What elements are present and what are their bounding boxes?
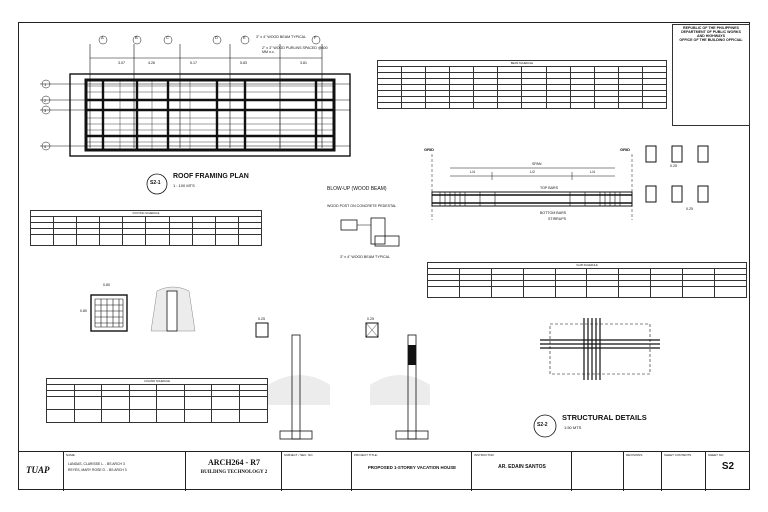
blowup-title: BLOW-UP (WOOD BEAM) bbox=[327, 186, 387, 192]
corner-l4: OFFICE OF THE BUILDING OFFICIAL bbox=[679, 37, 743, 42]
instructor-name: AR. EDAIN SANTOS bbox=[498, 464, 546, 470]
project-cell: PROJECT TITLE: PROPOSED 1-STOREY VACATIO… bbox=[352, 452, 472, 491]
legend-cell bbox=[572, 452, 624, 491]
beam-schedule-table: BEAM SCHEDULE bbox=[376, 60, 668, 109]
l4b-label: L/4 bbox=[590, 170, 595, 174]
dim-1: 3.07 bbox=[118, 61, 125, 65]
names-cell: NAME: LANDAS, CLARISSE L. - BS ARCH 3 RE… bbox=[64, 452, 186, 491]
blowup-detail bbox=[340, 217, 400, 247]
top-bars-label: TOP BARS bbox=[540, 186, 559, 190]
beam-sections bbox=[645, 145, 709, 203]
grid-col-f: F bbox=[314, 35, 317, 40]
corner-l2: DEPARTMENT OF PUBLIC WORKS bbox=[681, 29, 741, 34]
revisions-cell: REVISIONS bbox=[624, 452, 662, 491]
l4a-label: L/4 bbox=[470, 170, 475, 174]
roof-plan-label: S2-1 bbox=[150, 180, 161, 186]
roof-framing-plan bbox=[40, 35, 351, 157]
grid-row-3: 3 bbox=[44, 108, 47, 113]
column-schedule-table: COLUMN SCHEDULE bbox=[46, 378, 269, 423]
struct-label-bubble bbox=[533, 414, 557, 438]
subject-label: SUBJECT / SEC. NO. bbox=[284, 453, 314, 457]
subject-cell: SUBJECT / SEC. NO. bbox=[282, 452, 352, 491]
slab-schedule-table: SLAB SCHEDULE bbox=[427, 262, 747, 298]
corner-l3: AND HIGHWAYS bbox=[696, 33, 726, 38]
grid-col-a: A bbox=[101, 35, 104, 40]
stirrups-label: STIRRUPS bbox=[548, 217, 567, 221]
grid-left: GRID bbox=[424, 147, 434, 152]
title-block: TUAP NAME: LANDAS, CLARISSE L. - BS ARCH… bbox=[18, 451, 750, 491]
grid-col-d: D bbox=[215, 35, 218, 40]
corner-l1: REPUBLIC OF THE PHILIPPINES bbox=[683, 26, 739, 30]
grid-right: GRID bbox=[620, 147, 630, 152]
note-purlins: 2" x 3" WOOD PURLINS SPACED @600 MM o.c. bbox=[262, 46, 328, 54]
dim-d: 0.25 bbox=[367, 317, 374, 321]
blowup-note1: WOOD POST ON CONCRETE PEDESTAL bbox=[327, 204, 397, 208]
corner-info-block: REPUBLIC OF THE PHILIPPINES DEPARTMENT O… bbox=[672, 24, 750, 126]
project-title: PROPOSED 1-STOREY VACATION HOUSE bbox=[367, 465, 457, 470]
grid-row-4: 4 bbox=[44, 144, 47, 149]
blowup-note2: 3" x 4" WOOD BEAM TYPICAL bbox=[340, 255, 391, 259]
dim-f: 0.25 bbox=[686, 207, 693, 211]
grid-col-c: C bbox=[166, 35, 169, 40]
course-code: ARCH264 - R7 bbox=[208, 458, 260, 467]
instructor-cell: INSTRUCTOR: AR. EDAIN SANTOS bbox=[472, 452, 572, 491]
dim-4: 5.83 bbox=[240, 61, 247, 65]
dim-5: 3.81 bbox=[300, 61, 307, 65]
beam-elevation bbox=[431, 154, 633, 220]
sheet-contents-cell: SHEET CONTENTS bbox=[662, 452, 706, 491]
dim-c: 0.25 bbox=[258, 317, 265, 321]
sheet-contents-label: SHEET CONTENTS bbox=[664, 453, 692, 457]
logo: TUAP bbox=[26, 465, 50, 475]
footing-schedule-table: FOOTING SCHEDULE bbox=[29, 210, 263, 246]
span-label: SPAN bbox=[532, 162, 542, 166]
grid-col-b: B bbox=[135, 35, 138, 40]
name-label: NAME: bbox=[66, 453, 76, 457]
course-cell: ARCH264 - R7 BUILDING TECHNOLOGY 2 bbox=[186, 452, 282, 491]
grid-col-e: E bbox=[243, 35, 246, 40]
student-1: LANDAS, CLARISSE L. - BS ARCH 3 bbox=[68, 462, 125, 466]
roof-plan-scale: 1 : 100 MTS bbox=[173, 183, 195, 188]
column-details bbox=[255, 322, 430, 440]
dim-3: 5.17 bbox=[190, 61, 197, 65]
logo-cell: TUAP bbox=[18, 452, 64, 491]
dim-b: 0.80 bbox=[80, 309, 87, 313]
dim-a: 0.80 bbox=[103, 283, 110, 287]
struct-scale: 1:50 MTS bbox=[564, 425, 582, 430]
course-name: BUILDING TECHNOLOGY 2 bbox=[200, 470, 268, 475]
revisions-label: REVISIONS bbox=[626, 453, 643, 457]
grid-row-2: 2 bbox=[44, 98, 47, 103]
roof-plan-label-bubble bbox=[146, 173, 168, 195]
dim-2: 4.26 bbox=[148, 61, 155, 65]
roof-plan-title: ROOF FRAMING PLAN bbox=[173, 173, 249, 180]
l2-label: L/2 bbox=[530, 170, 535, 174]
struct-title: STRUCTURAL DETAILS bbox=[562, 413, 647, 422]
project-label: PROJECT TITLE: bbox=[354, 453, 378, 457]
sheet-no-cell: SHEET NO. S2 bbox=[706, 452, 750, 491]
student-2: REYES, MARY ROSE D. - BS ARCH 3 bbox=[68, 468, 127, 472]
slab-detail bbox=[540, 318, 660, 380]
struct-label: S2-2 bbox=[537, 422, 548, 428]
sheet-no-label: SHEET NO. bbox=[708, 453, 725, 457]
bottom-bars-label: BOTTOM BARS bbox=[540, 211, 567, 215]
drawing-sheet bbox=[18, 22, 750, 490]
note-wood-beam: 3" x 4" WOOD BEAM TYPICAL bbox=[256, 35, 307, 39]
grid-row-1: 1 bbox=[44, 82, 47, 87]
dim-e: 0.25 bbox=[670, 164, 677, 168]
sheet-no: S2 bbox=[721, 461, 735, 472]
footing-plan-section bbox=[90, 286, 196, 332]
instructor-label: INSTRUCTOR: bbox=[474, 453, 495, 457]
